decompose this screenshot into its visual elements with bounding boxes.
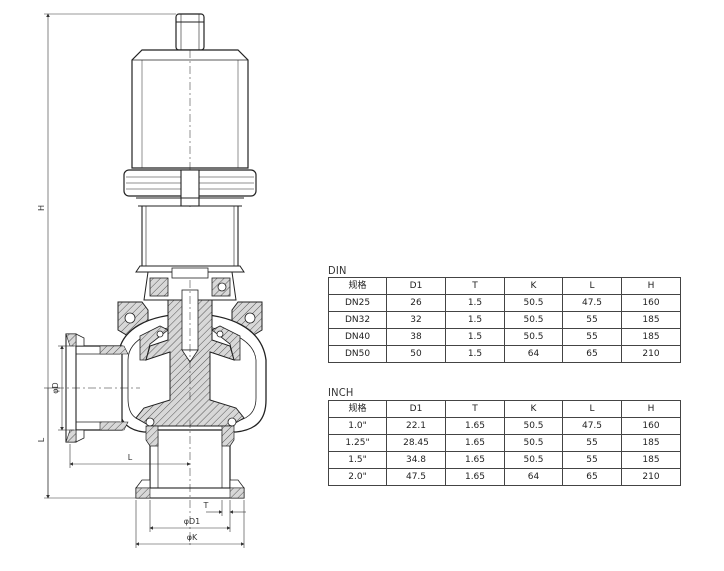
bottom-outlet-pipe (135, 420, 245, 545)
table-cell: 1.0" (328, 417, 387, 435)
table-cell: 22.1 (386, 417, 446, 435)
table-cell: 2.0" (328, 468, 387, 486)
table-cell: 1.5 (445, 345, 505, 363)
table-cell: 26 (386, 294, 446, 312)
dim-d1-label: φD1 (184, 517, 201, 526)
table-cell: DN25 (328, 294, 387, 312)
table-cell: 185 (621, 434, 681, 452)
table-header-cell: H (621, 277, 681, 295)
table-header-row: 规格 D1 T K L H (328, 400, 681, 418)
dimension-labels: H L φD L T φD1 φK (37, 205, 209, 542)
table-header-row: 规格 D1 T K L H (328, 277, 681, 295)
inch-table-title: INCH (328, 386, 354, 399)
table-cell: 50.5 (504, 311, 563, 329)
table-cell: 1.65 (445, 468, 505, 486)
table-cell: 50.5 (504, 417, 563, 435)
table-cell: 1.5 (445, 294, 505, 312)
dim-k-label: φK (187, 533, 198, 542)
table-row: DN32 32 1.5 50.5 55 185 (328, 311, 681, 329)
table-cell: 55 (562, 311, 622, 329)
table-cell: 160 (621, 294, 681, 312)
table-cell: 185 (621, 451, 681, 469)
table-header-cell: H (621, 400, 681, 418)
table-cell: 1.65 (445, 417, 505, 435)
dim-h-label: H (37, 205, 46, 211)
table-row: 1.25" 28.45 1.65 50.5 55 185 (328, 434, 681, 452)
table-row: DN50 50 1.5 64 65 210 (328, 345, 681, 363)
table-cell: 1.5 (445, 328, 505, 346)
actuator-stem (175, 13, 205, 51)
table-header-cell: 规格 (328, 400, 387, 418)
table-cell: 65 (562, 345, 622, 363)
table-cell: 1.65 (445, 451, 505, 469)
table-cell: 1.25" (328, 434, 387, 452)
table-row: 2.0" 47.5 1.65 64 65 210 (328, 468, 681, 486)
table-cell: 47.5 (386, 468, 446, 486)
table-cell: 38 (386, 328, 446, 346)
table-cell: 160 (621, 417, 681, 435)
table-cell: 32 (386, 311, 446, 329)
table-cell: 1.5 (445, 311, 505, 329)
table-header-cell: T (445, 400, 505, 418)
table-cell: 34.8 (386, 451, 446, 469)
table-row: 1.5" 34.8 1.65 50.5 55 185 (328, 451, 681, 469)
table-cell: 55 (562, 328, 622, 346)
table-header-cell: L (562, 400, 622, 418)
valve-body (117, 280, 267, 433)
dim-l-horizontal-label: L (128, 453, 133, 462)
table-cell: 65 (562, 468, 622, 486)
table-cell: 55 (562, 451, 622, 469)
table-cell: 50.5 (504, 294, 563, 312)
table-cell: 210 (621, 345, 681, 363)
table-cell: 210 (621, 468, 681, 486)
table-cell: 185 (621, 328, 681, 346)
table-row: DN40 38 1.5 50.5 55 185 (328, 328, 681, 346)
table-header-cell: K (504, 277, 563, 295)
table-header-cell: D1 (386, 400, 446, 418)
table-cell: 47.5 (562, 417, 622, 435)
dim-od-label: φD (51, 382, 60, 393)
table-header-cell: 规格 (328, 277, 387, 295)
actuator-housing (131, 49, 249, 210)
din-table: 规格 D1 T K L H DN25 26 1.5 50.5 47.5 160 … (328, 277, 681, 363)
inch-table: 规格 D1 T K L H 1.0" 22.1 1.65 50.5 47.5 1… (328, 400, 681, 486)
table-header-cell: L (562, 277, 622, 295)
table-cell: 47.5 (562, 294, 622, 312)
table-cell: 64 (504, 468, 563, 486)
table-header-cell: K (504, 400, 563, 418)
table-cell: 185 (621, 311, 681, 329)
table-cell: 50 (386, 345, 446, 363)
table-cell: 1.5" (328, 451, 387, 469)
din-table-title: DIN (328, 264, 347, 277)
table-cell: DN32 (328, 311, 387, 329)
dimension-lines (44, 13, 246, 548)
table-cell: 55 (562, 434, 622, 452)
table-cell: DN50 (328, 345, 387, 363)
table-row: 1.0" 22.1 1.65 50.5 47.5 160 (328, 417, 681, 435)
table-cell: 1.65 (445, 434, 505, 452)
table-cell: 50.5 (504, 451, 563, 469)
table-row: DN25 26 1.5 50.5 47.5 160 (328, 294, 681, 312)
table-cell: 50.5 (504, 434, 563, 452)
dim-l-side-label: L (37, 437, 46, 442)
table-cell: 50.5 (504, 328, 563, 346)
table-header-cell: D1 (386, 277, 446, 295)
dim-t-label: T (203, 501, 209, 510)
clamp-ring (123, 169, 257, 207)
side-outlet-pipe (56, 333, 140, 443)
table-cell: 28.45 (386, 434, 446, 452)
table-header-cell: T (445, 277, 505, 295)
table-cell: DN40 (328, 328, 387, 346)
table-cell: 64 (504, 345, 563, 363)
